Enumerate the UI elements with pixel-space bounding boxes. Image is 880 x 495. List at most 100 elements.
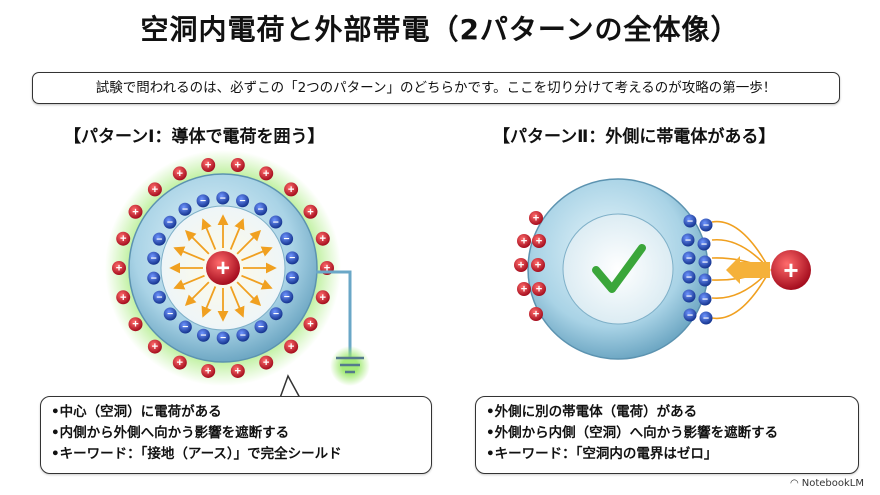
- negative-charge: [236, 328, 250, 342]
- negative-charge: [236, 194, 250, 208]
- page-title: 空洞内電荷と外部帯電（2パターンの全体像）: [140, 13, 740, 46]
- positive-charge: [172, 355, 187, 370]
- negative-charge: [178, 320, 192, 334]
- pattern2-bullet: •外側から内側（空洞）へ向かう影響を遮断する: [486, 425, 779, 441]
- negative-charge-sign: −: [701, 239, 707, 250]
- field-arrow: [229, 286, 245, 318]
- negative-charge-sign: −: [167, 309, 173, 320]
- negative-charge-sign: −: [687, 310, 693, 321]
- positive-charge: [201, 158, 216, 173]
- positive-charge: [284, 339, 299, 354]
- negative-charge: [683, 308, 697, 322]
- negative-charge: [280, 290, 294, 304]
- positive-charge-sign: +: [235, 160, 242, 172]
- negative-charge-sign: −: [686, 291, 692, 302]
- center-charge: [206, 251, 240, 285]
- positive-charge: [128, 204, 143, 219]
- positive-charge: [529, 211, 543, 225]
- brand-name: NotebookLM: [801, 478, 864, 489]
- cavity-2: [562, 213, 674, 325]
- callout-pointer: [279, 374, 301, 399]
- negative-charge: [697, 237, 711, 251]
- negative-charge: [163, 307, 177, 321]
- field-arrow: [184, 281, 210, 307]
- negative-charge-sign: −: [685, 235, 691, 246]
- negative-charge-sign: −: [182, 204, 188, 215]
- negative-charge: [152, 232, 166, 246]
- positive-charge: [514, 258, 528, 272]
- positive-charge-sign: +: [116, 263, 123, 275]
- ground-wire: [316, 270, 352, 358]
- negative-charge: [698, 273, 712, 287]
- negative-charge: [699, 311, 713, 325]
- negative-charge-sign: −: [702, 257, 708, 268]
- negative-charge-sign: −: [703, 220, 709, 231]
- negative-charge-sign: −: [289, 253, 295, 264]
- pattern2-bullet: •キーワード：「空洞内の電界はゼロ」: [486, 446, 718, 462]
- positive-charge-sign: +: [205, 365, 212, 377]
- field-arrow: [241, 246, 273, 262]
- intro-banner: 試験で問われるのは、必ずこの「2つのパターン」のどちらかです。ここを切り分けて考…: [32, 72, 840, 104]
- negative-charge-sign: −: [289, 273, 295, 284]
- field-arrow: [236, 281, 262, 307]
- positive-charge-sign: +: [307, 206, 314, 218]
- negative-charge: [269, 215, 283, 229]
- negative-charge-sign: −: [167, 218, 173, 229]
- negative-charge-sign: −: [182, 322, 188, 333]
- pattern1-diagram: ++++++++++++++++++++++ −−−−−−−−−−−−−−−−−…: [105, 150, 370, 386]
- positive-charge-sign: +: [533, 213, 540, 225]
- positive-charge-sign: +: [288, 184, 295, 196]
- field-arrow: [173, 246, 205, 262]
- brand-icon: ◠: [790, 478, 799, 489]
- negative-charge-sign: −: [151, 253, 157, 264]
- negative-charge-sign: −: [703, 313, 709, 324]
- negative-charge-sign: −: [240, 330, 246, 341]
- negative-charge: [196, 328, 210, 342]
- brand-logo: ◠ NotebookLM: [790, 478, 864, 489]
- positive-charge: [303, 204, 318, 219]
- positive-charge-sign: +: [307, 319, 314, 331]
- negative-charge-sign: −: [273, 309, 279, 320]
- negative-charge: [683, 214, 697, 228]
- negative-charge: [698, 255, 712, 269]
- positive-charge: [284, 182, 299, 197]
- positive-charge: [116, 231, 131, 246]
- negative-charge-sign: −: [220, 333, 226, 344]
- negative-charge-sign: −: [156, 293, 162, 304]
- positive-charge: [531, 258, 545, 272]
- positive-charge: [230, 158, 245, 173]
- pattern2-bullet: •外側に別の帯電体（電荷）がある: [486, 404, 698, 420]
- positive-charge-sign: +: [177, 168, 184, 180]
- positive-charge-sign: +: [536, 236, 543, 248]
- positive-charge: [147, 339, 162, 354]
- field-line: [711, 269, 771, 320]
- field-arrow: [236, 229, 262, 255]
- negative-charge: [178, 202, 192, 216]
- negative-charge-sign: −: [686, 253, 692, 264]
- negative-charge: [254, 202, 268, 216]
- negative-charge-sign: −: [200, 196, 206, 207]
- field-line: [711, 220, 771, 271]
- positive-charge-sign: +: [288, 341, 295, 353]
- positive-charge-sign: +: [120, 292, 127, 304]
- positive-charge-sign: +: [152, 341, 159, 353]
- check-icon: [592, 244, 646, 293]
- negative-charge: [681, 233, 695, 247]
- positive-charge: [517, 282, 531, 296]
- positive-charge-sign: +: [324, 263, 331, 275]
- pattern1-title: 【パターンⅠ：導体で電荷を囲う】: [64, 127, 325, 147]
- negative-charge: [285, 271, 299, 285]
- pattern2-diagram: ++++++++ −−−−−−−−−−−− +: [514, 178, 811, 360]
- external-charge-sign: +: [783, 255, 798, 285]
- positive-charge: [259, 166, 274, 181]
- pattern1-bullet: •キーワード：「接地（アース）」で完全シールド: [51, 446, 342, 462]
- positive-charge-sign: +: [177, 357, 184, 369]
- negative-charge: [682, 289, 696, 303]
- negative-charge-sign: −: [151, 273, 157, 284]
- positive-charge-sign: +: [205, 160, 212, 172]
- negative-charge-sign: −: [220, 193, 226, 204]
- field-arrow: [201, 218, 217, 250]
- positive-charge: [315, 290, 330, 305]
- pattern2-title: 【パターンⅡ：外側に帯電体がある】: [493, 127, 776, 147]
- pattern1-callout: •中心（空洞）に電荷がある •内側から外側へ向かう影響を遮断する •キーワード：…: [40, 396, 432, 474]
